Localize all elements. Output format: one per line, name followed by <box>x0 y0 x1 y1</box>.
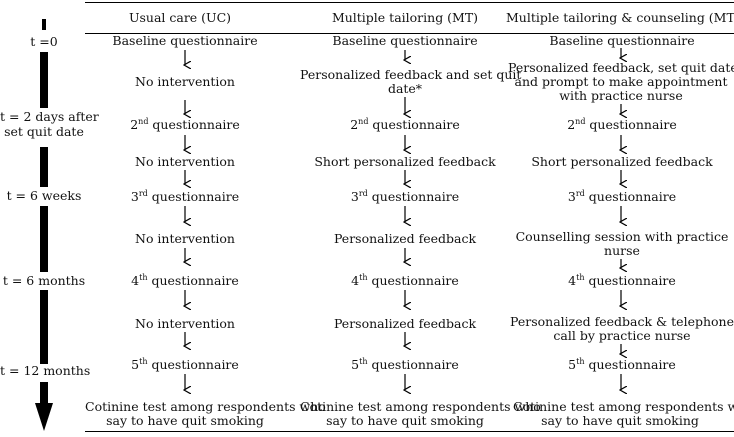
mt-intervention-3: Personalized feedback <box>333 231 477 246</box>
uc-intervention-4: No intervention <box>135 316 235 331</box>
uc-intervention-1: No intervention <box>135 74 235 89</box>
mtc-intervention-3-line1: Counselling session with practice <box>515 229 729 244</box>
mt-questionnaire-2: 2nd questionnaire <box>350 117 460 132</box>
mtc-intervention-1-line3: with practice nurse <box>559 88 683 103</box>
step-arrows <box>185 48 621 390</box>
header-multiple-tailoring-counseling: Multiple tailoring & counseling (MTC) <box>506 10 734 25</box>
uc-final-line2: say to have quit smoking <box>106 413 264 428</box>
mt-intervention-4: Personalized feedback <box>333 316 477 331</box>
mtc-intervention-1-line1: Personalized feedback, set quit date* <box>508 60 734 75</box>
mtc-questionnaire-4: 4th questionnaire <box>568 273 676 288</box>
mt-final-line1: Cotinine test among respondents who <box>300 399 541 414</box>
mtc-baseline: Baseline questionnaire <box>549 33 695 48</box>
mtc-intervention-1-line2: and prompt to make appointment <box>514 74 728 89</box>
mtc-final-line2: say to have quit smoking <box>541 413 699 428</box>
time-label-6months: t = 6 months <box>2 273 86 288</box>
time-label-2days-line2: set quit date <box>4 124 84 139</box>
mtc-questionnaire-2: 2nd questionnaire <box>567 117 677 132</box>
mt-intervention-2: Short personalized feedback <box>314 154 496 169</box>
time-axis-seg-3 <box>40 206 48 272</box>
mt-questionnaire-4: 4th questionnaire <box>351 273 459 288</box>
mtc-questionnaire-5: 5th questionnaire <box>568 357 676 372</box>
time-axis-seg-1 <box>40 52 48 108</box>
time-axis-arrowhead <box>35 403 53 431</box>
mtc-questionnaire-3: 3rd questionnaire <box>567 189 677 204</box>
mt-questionnaire-3: 3rd questionnaire <box>350 189 460 204</box>
uc-questionnaire-2: 2nd questionnaire <box>130 117 240 132</box>
header-usual-care: Usual care (UC) <box>128 10 232 25</box>
mtc-intervention-4-line1: Personalized feedback & telephone <box>510 314 734 329</box>
time-axis-seg-2 <box>40 147 48 187</box>
time-axis-cap <box>42 19 46 30</box>
mt-intervention-1-line2: date* <box>387 81 423 96</box>
uc-intervention-2: No intervention <box>135 154 235 169</box>
mtc-final-line1: Cotinine test among respondents who <box>513 399 734 414</box>
mtc-intervention-4-line2: call by practice nurse <box>553 328 691 343</box>
time-label-2days-line1: t = 2 days after <box>0 109 99 124</box>
uc-questionnaire-3: 3rd questionnaire <box>130 189 240 204</box>
time-label-t0: t =0 <box>30 34 58 49</box>
mt-questionnaire-5: 5th questionnaire <box>351 357 459 372</box>
time-label-6weeks: t = 6 weeks <box>6 188 82 203</box>
mt-intervention-1-line1: Personalized feedback and set quit <box>300 67 522 82</box>
uc-questionnaire-4: 4th questionnaire <box>131 273 239 288</box>
header-multiple-tailoring: Multiple tailoring (MT) <box>331 10 479 25</box>
uc-baseline: Baseline questionnaire <box>112 33 258 48</box>
time-axis-seg-5 <box>40 382 48 404</box>
uc-questionnaire-5: 5th questionnaire <box>131 357 239 372</box>
time-axis-seg-4 <box>40 290 48 364</box>
mt-baseline: Baseline questionnaire <box>332 33 478 48</box>
uc-final-line1: Cotinine test among respondents who <box>85 399 326 414</box>
mtc-intervention-2: Short personalized feedback <box>531 154 713 169</box>
uc-intervention-3: No intervention <box>135 231 235 246</box>
mt-final-line2: say to have quit smoking <box>326 413 484 428</box>
mtc-intervention-3-line2: nurse <box>604 243 640 258</box>
time-label-12months: t = 12 months <box>0 363 91 378</box>
